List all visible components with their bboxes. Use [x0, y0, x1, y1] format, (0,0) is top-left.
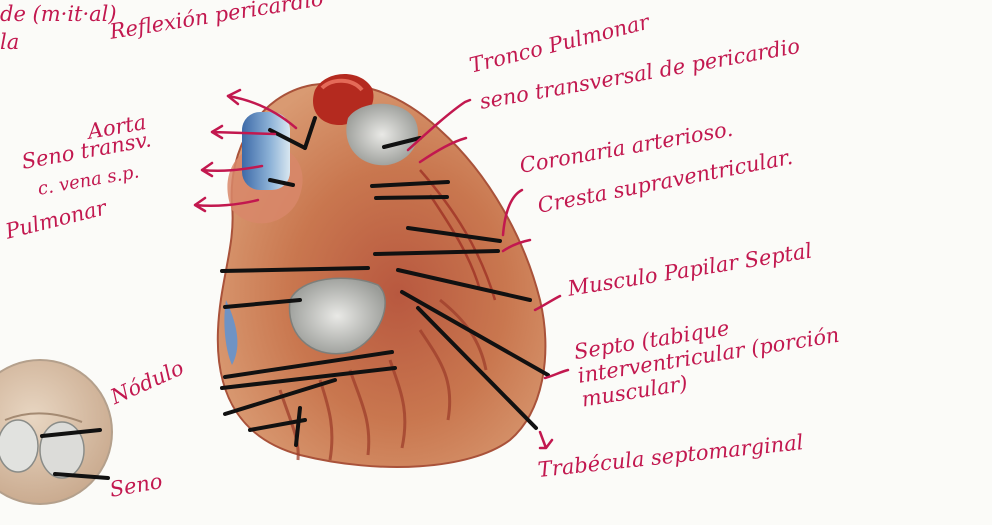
vena-cava [242, 112, 290, 190]
nodule-1 [0, 420, 38, 472]
label-top-corner-1: de (m·it·al) [0, 4, 117, 25]
label-top-corner-2: la [0, 32, 19, 53]
